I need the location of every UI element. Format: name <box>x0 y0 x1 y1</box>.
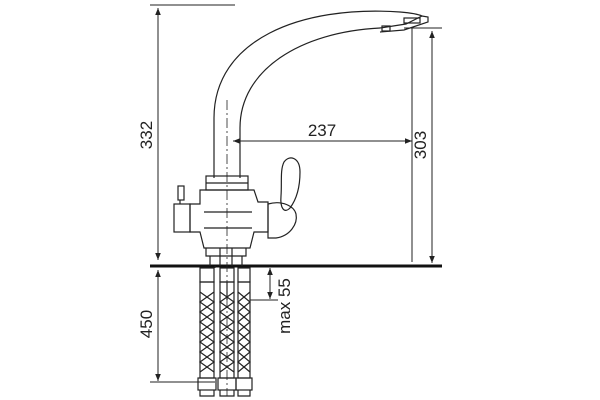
supply-hoses <box>197 267 253 397</box>
dimension-hose-length: 450 <box>137 270 215 383</box>
dimension-spout-height: 303 <box>404 27 442 263</box>
dimension-countertop-thickness: max 55 <box>250 268 294 334</box>
dimension-label-max-55: max 55 <box>275 278 294 334</box>
dimension-total-height: 332 <box>137 4 235 260</box>
dimension-label-303: 303 <box>411 131 430 159</box>
dimension-label-332: 332 <box>137 121 156 149</box>
dimension-spout-reach: 237 <box>233 121 412 144</box>
dimension-label-450: 450 <box>137 310 156 338</box>
dimension-label-237: 237 <box>308 121 336 140</box>
faucet-body <box>173 10 429 266</box>
